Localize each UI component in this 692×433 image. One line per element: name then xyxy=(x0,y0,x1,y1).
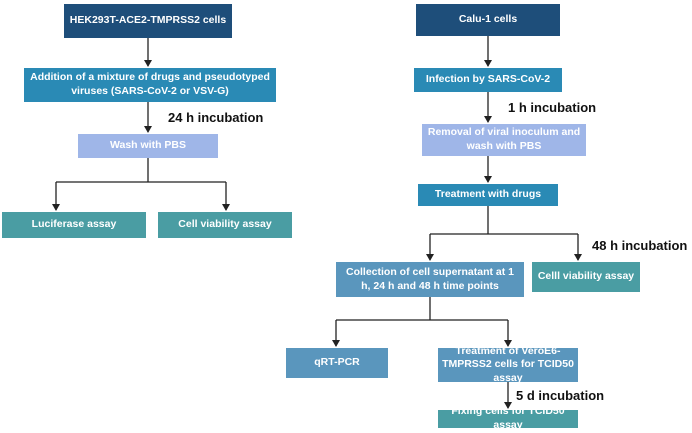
box-cell-viability-left: Cell viability assay xyxy=(158,212,292,238)
label-1h-incubation: 1 h incubation xyxy=(508,100,597,115)
box-removal-inoculum: Removal of viral inoculum and wash with … xyxy=(422,124,586,156)
label-24h-incubation: 24 h incubation xyxy=(168,110,264,125)
box-collection-supernatant: Collection of cell supernatant at 1 h, 2… xyxy=(336,262,524,297)
box-cell-viability-right-text: Celll viability assay xyxy=(537,270,635,283)
box-collection-supernatant-text: Collection of cell supernatant at 1 h, 2… xyxy=(345,265,515,292)
box-qrtpcr-text: qRT-PCR xyxy=(314,356,360,369)
box-fixing-cells-text: Fixing cells for TCID50 assay xyxy=(451,405,565,431)
box-fixing-cells: Fixing cells for TCID50 assay xyxy=(438,405,578,431)
box-infection: Infection by SARS-CoV-2 xyxy=(414,68,562,92)
box-calu1-cells-text: Calu-1 cells xyxy=(458,13,518,26)
box-wash-pbs: Wash with PBS xyxy=(78,134,218,158)
label-48h-incubation: 48 h incubation xyxy=(592,238,688,253)
box-wash-pbs-text: Wash with PBS xyxy=(109,139,187,152)
box-luciferase-assay: Luciferase assay xyxy=(2,212,146,238)
box-veroe6-treatment: Treatment of VeroE6-TMPRSS2 cells for TC… xyxy=(438,345,578,384)
box-cell-viability-right: Celll viability assay xyxy=(532,262,640,292)
box-hek293t-cells: HEK293T-ACE2-TMPRSS2 cells xyxy=(64,4,232,38)
box-addition-drugs: Addition of a mixture of drugs and pseud… xyxy=(24,68,276,102)
label-5d-incubation: 5 d incubation xyxy=(516,388,605,403)
box-treatment-drugs: Treatment with drugs xyxy=(418,184,558,206)
box-veroe6-treatment-text: Treatment of VeroE6-TMPRSS2 cells for TC… xyxy=(442,344,574,384)
box-hek293t-cells-text: HEK293T-ACE2-TMPRSS2 cells xyxy=(69,14,227,27)
box-calu1-cells: Calu-1 cells xyxy=(416,4,560,36)
box-infection-text: Infection by SARS-CoV-2 xyxy=(425,73,551,86)
box-removal-inoculum-text: Removal of viral inoculum and wash with … xyxy=(427,126,581,152)
box-qrtpcr: qRT-PCR xyxy=(286,348,388,378)
box-treatment-drugs-text: Treatment with drugs xyxy=(434,188,542,201)
box-addition-drugs-text: Addition of a mixture of drugs and pseud… xyxy=(30,71,270,97)
box-cell-viability-left-text: Cell viability assay xyxy=(178,218,272,231)
box-luciferase-assay-text: Luciferase assay xyxy=(31,218,117,231)
